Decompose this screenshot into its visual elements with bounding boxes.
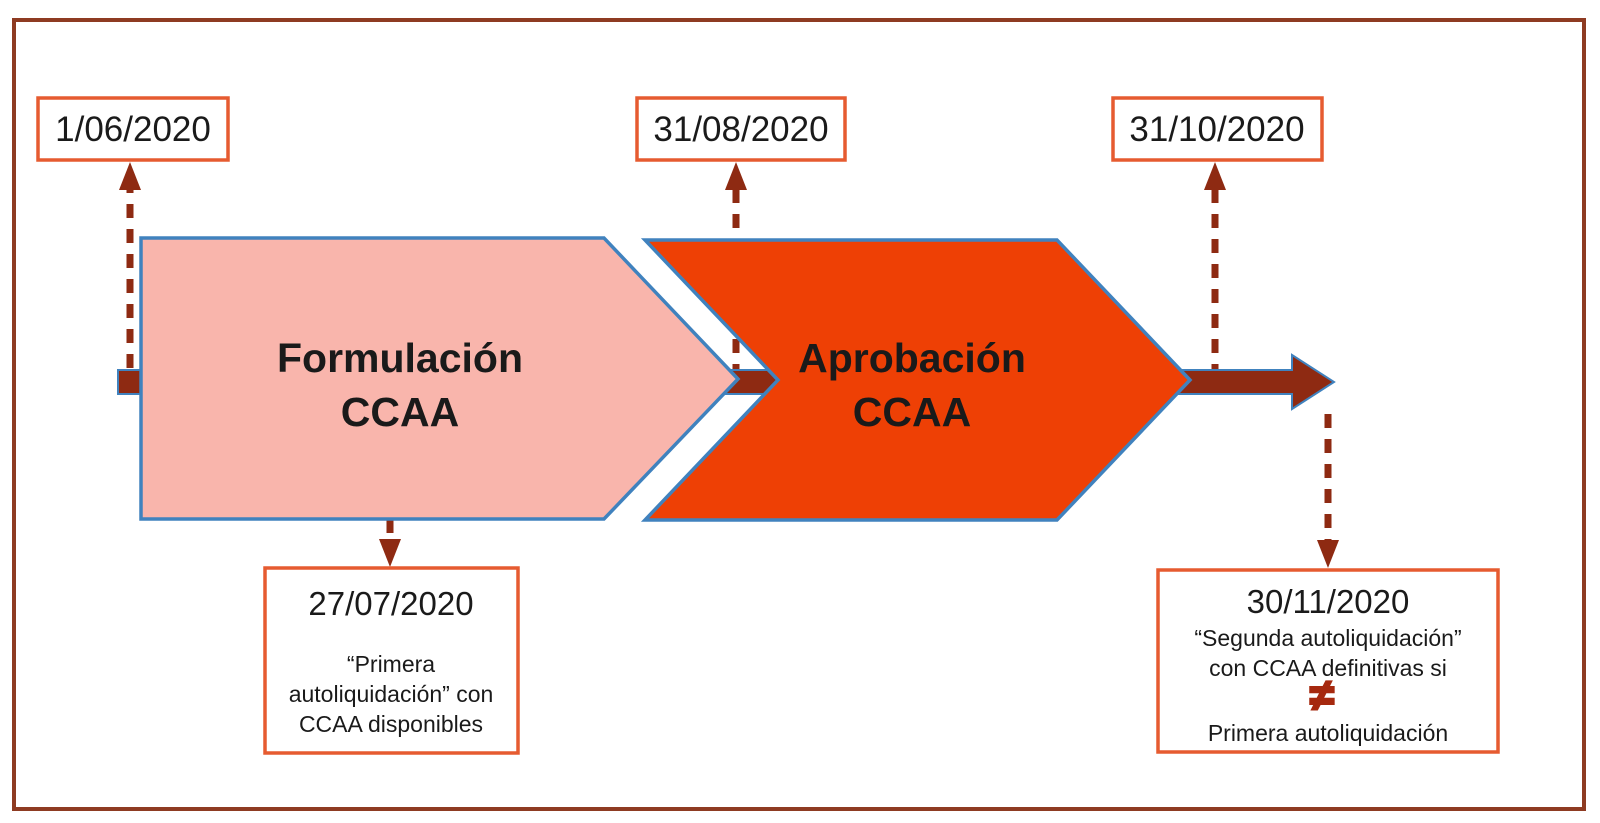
note-box-primera: 27/07/2020 “Primera autoliquidación” con… xyxy=(263,566,520,755)
note-box-segunda: 30/11/2020 “Segunda autoliquidación” con… xyxy=(1156,568,1500,754)
note-1-box xyxy=(263,566,520,755)
date-box-1 xyxy=(36,96,230,162)
note-2-line-2: con CCAA definitivas si xyxy=(1209,655,1447,681)
stage-shape-aprobacion xyxy=(640,238,1193,522)
milestone-dates-top: 1/06/2020 31/08/2020 31/10/2020 xyxy=(36,96,1324,162)
note-2-date: 30/11/2020 xyxy=(1247,583,1410,620)
stage-shape-formulacion xyxy=(139,236,741,521)
stage-2-label-line-1: Aprobación xyxy=(798,335,1026,381)
note-2-box xyxy=(1156,568,1500,754)
arrowhead-up-icon xyxy=(1204,162,1226,190)
date-box-3 xyxy=(1111,96,1324,162)
not-equal-symbol: ≠ xyxy=(1310,671,1334,720)
date-box-2 xyxy=(635,96,847,162)
date-2-label: 31/08/2020 xyxy=(653,110,828,149)
arrowhead-up-icon xyxy=(119,162,141,190)
arrowhead-down-icon xyxy=(1317,540,1339,568)
note-2-line-1: “Segunda autoliquidación” xyxy=(1194,625,1461,651)
stage-1-label-line-2: CCAA xyxy=(341,389,459,435)
date-1-label: 1/06/2020 xyxy=(55,110,211,149)
note-1-date: 27/07/2020 xyxy=(308,585,473,622)
date-3-label: 31/10/2020 xyxy=(1129,110,1304,149)
outer-border xyxy=(12,18,1586,811)
dashed-connectors xyxy=(119,162,1339,568)
note-1-line-3: CCAA disponibles xyxy=(299,711,483,737)
stage-2-label-line-2: CCAA xyxy=(853,389,971,435)
stage-1-label-line-1: Formulación xyxy=(277,335,523,381)
note-1-line-2: autoliquidación” con xyxy=(289,681,494,707)
note-2-line-3: Primera autoliquidación xyxy=(1208,720,1448,746)
arrowhead-up-icon xyxy=(725,162,747,190)
arrowhead-down-icon xyxy=(379,539,401,567)
note-1-line-1: “Primera xyxy=(347,651,435,677)
